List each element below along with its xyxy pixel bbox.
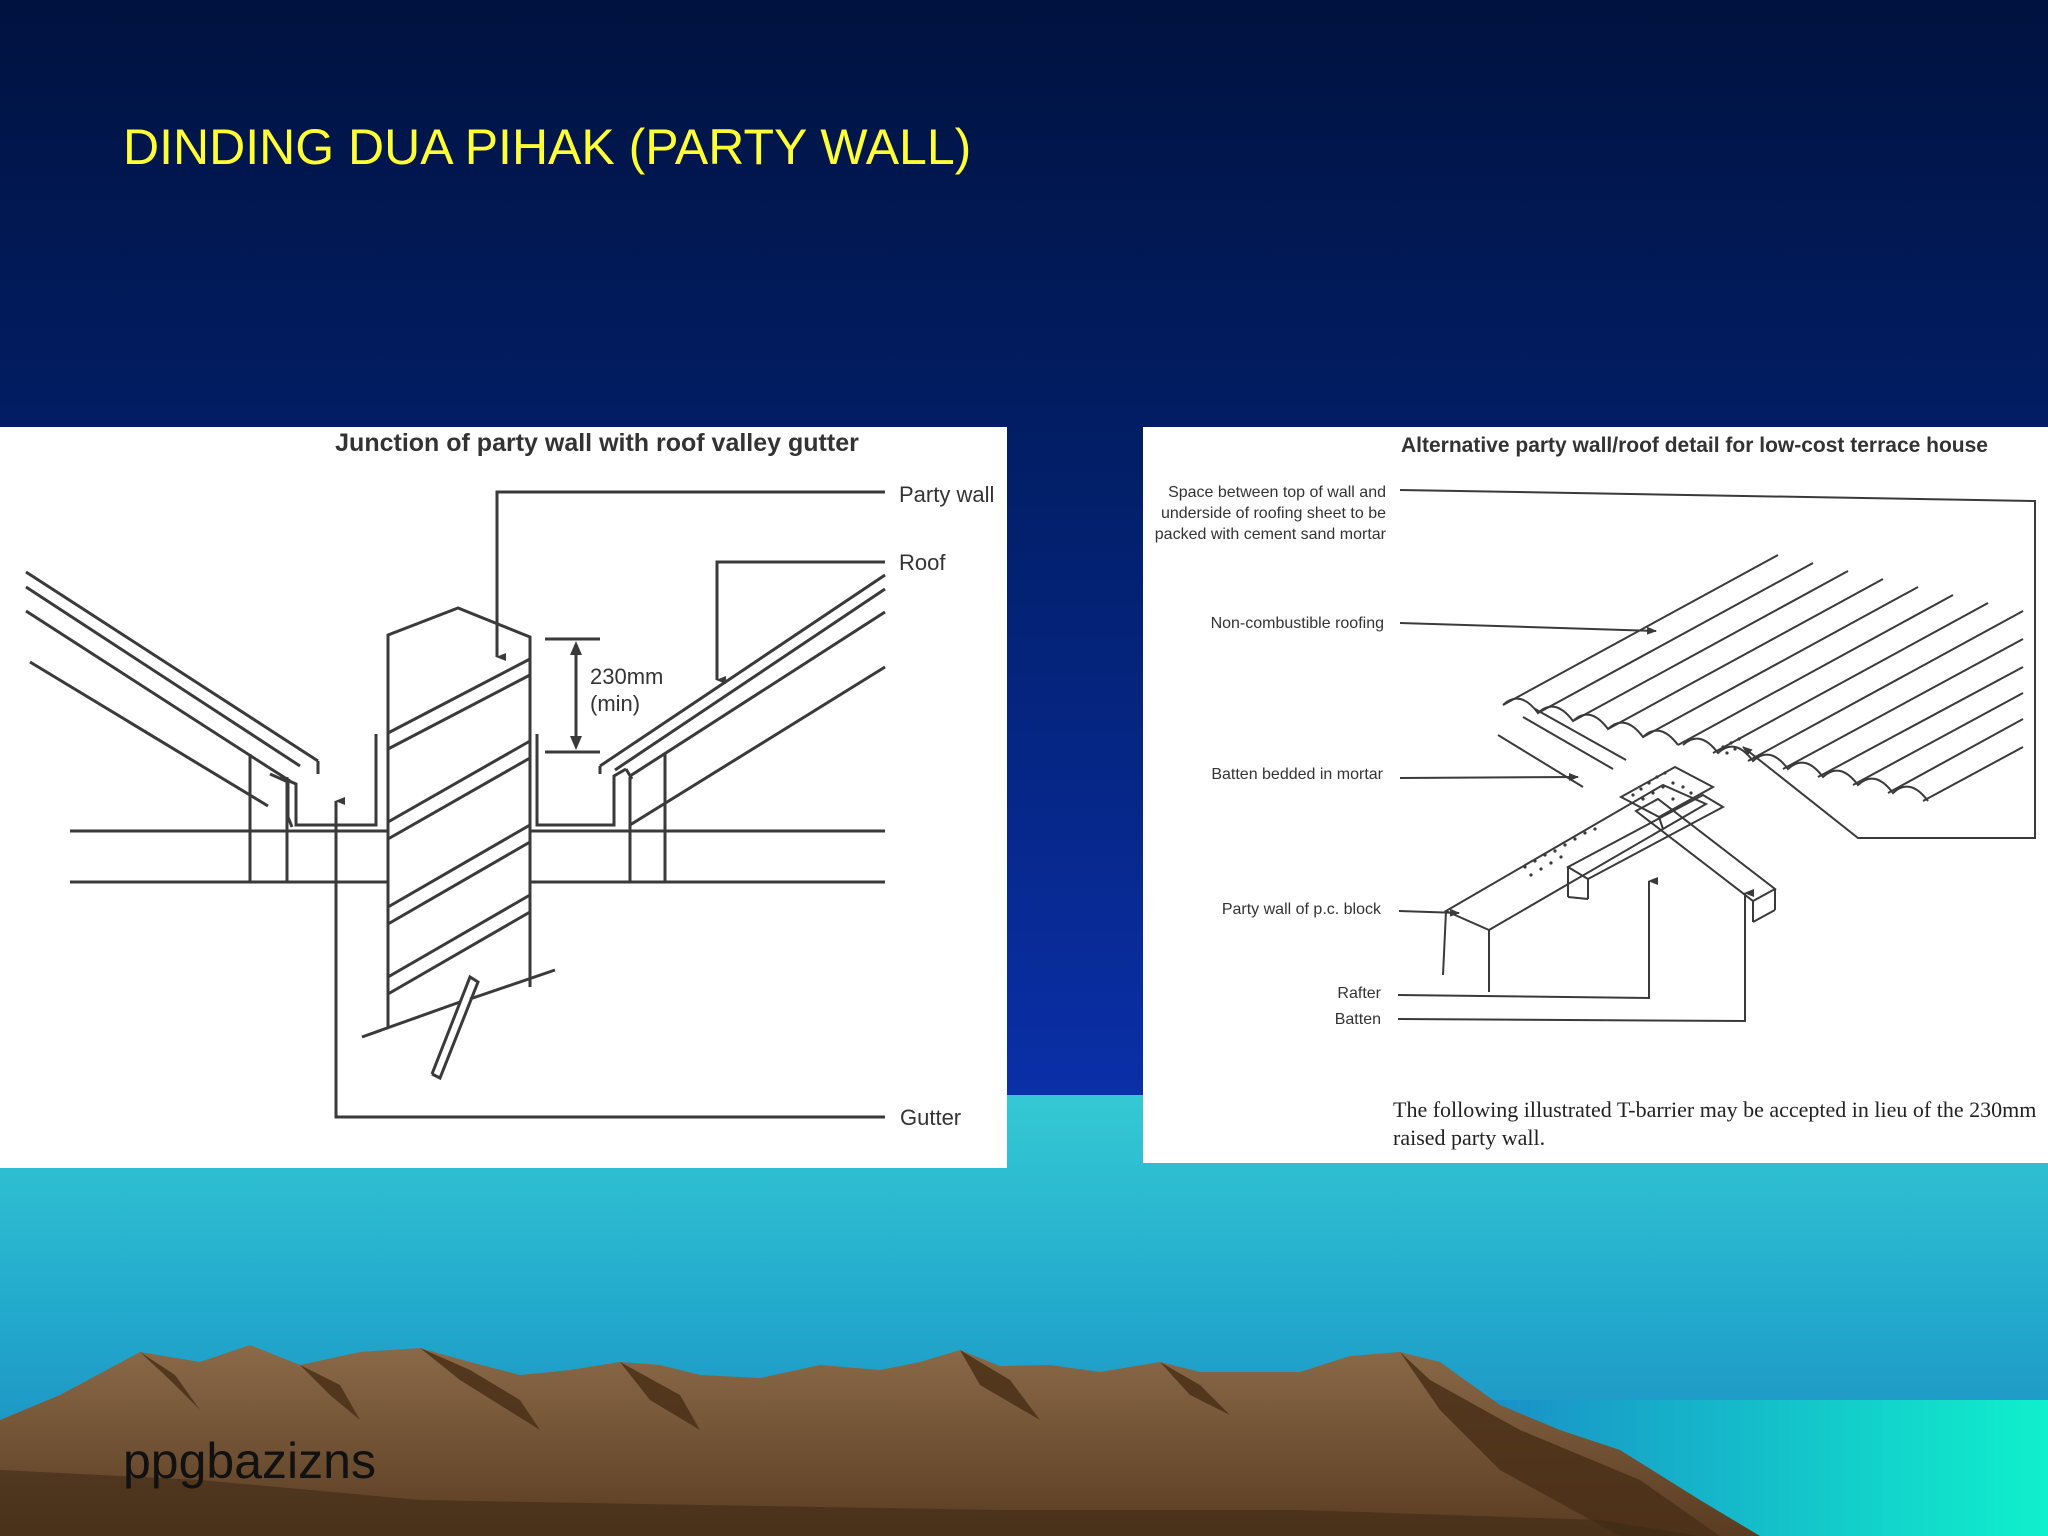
- party-wall-block-label: Party wall of p.c. block: [1222, 901, 1382, 918]
- gutter-diagram-title: Junction of party wall with roof valley …: [335, 429, 859, 457]
- rafter-label: Rafter: [1337, 985, 1381, 1002]
- gutter-diagram-lines: [25, 490, 886, 1119]
- roof-label: Roof: [899, 550, 946, 575]
- t-barrier-title: Alternative party wall/roof detail for l…: [1401, 434, 1988, 457]
- t-barrier-lines: [1397, 489, 2036, 1023]
- roofing-label: Non-combustible roofing: [1211, 615, 1384, 632]
- party-wall-gutter-diagram: Junction of party wall with roof valley …: [0, 427, 1007, 1168]
- party-wall-label: Party wall: [899, 482, 994, 507]
- slide-title: DINDING DUA PIHAK (PARTY WALL): [123, 119, 972, 175]
- space-label-line1: Space between top of wall and: [1168, 484, 1386, 501]
- space-label-line2: underside of roofing sheet to be: [1161, 505, 1386, 522]
- t-barrier-drawing: Alternative party wall/roof detail for l…: [1155, 434, 2037, 1150]
- footer-author: ppgbazizns: [123, 1433, 376, 1489]
- t-barrier-caption-line1: The following illustrated T-barrier may …: [1393, 1097, 2036, 1122]
- t-barrier-caption-line2: raised party wall.: [1393, 1125, 1545, 1150]
- batten-label: Batten: [1335, 1011, 1381, 1028]
- mountain-foreground: [0, 1470, 1700, 1536]
- gutter-label: Gutter: [900, 1105, 961, 1130]
- mortar-stipple: [1523, 737, 1741, 877]
- gutter-diagram-drawing: Junction of party wall with roof valley …: [25, 429, 994, 1130]
- space-label-line3: packed with cement sand mortar: [1155, 526, 1387, 543]
- dimension-label: 230mm: [590, 664, 663, 689]
- t-barrier-diagram: Alternative party wall/roof detail for l…: [1143, 427, 2048, 1163]
- batten-bedded-label: Batten bedded in mortar: [1211, 766, 1383, 783]
- dimension-note-label: (min): [590, 691, 640, 716]
- mountain-range: [0, 1345, 1760, 1536]
